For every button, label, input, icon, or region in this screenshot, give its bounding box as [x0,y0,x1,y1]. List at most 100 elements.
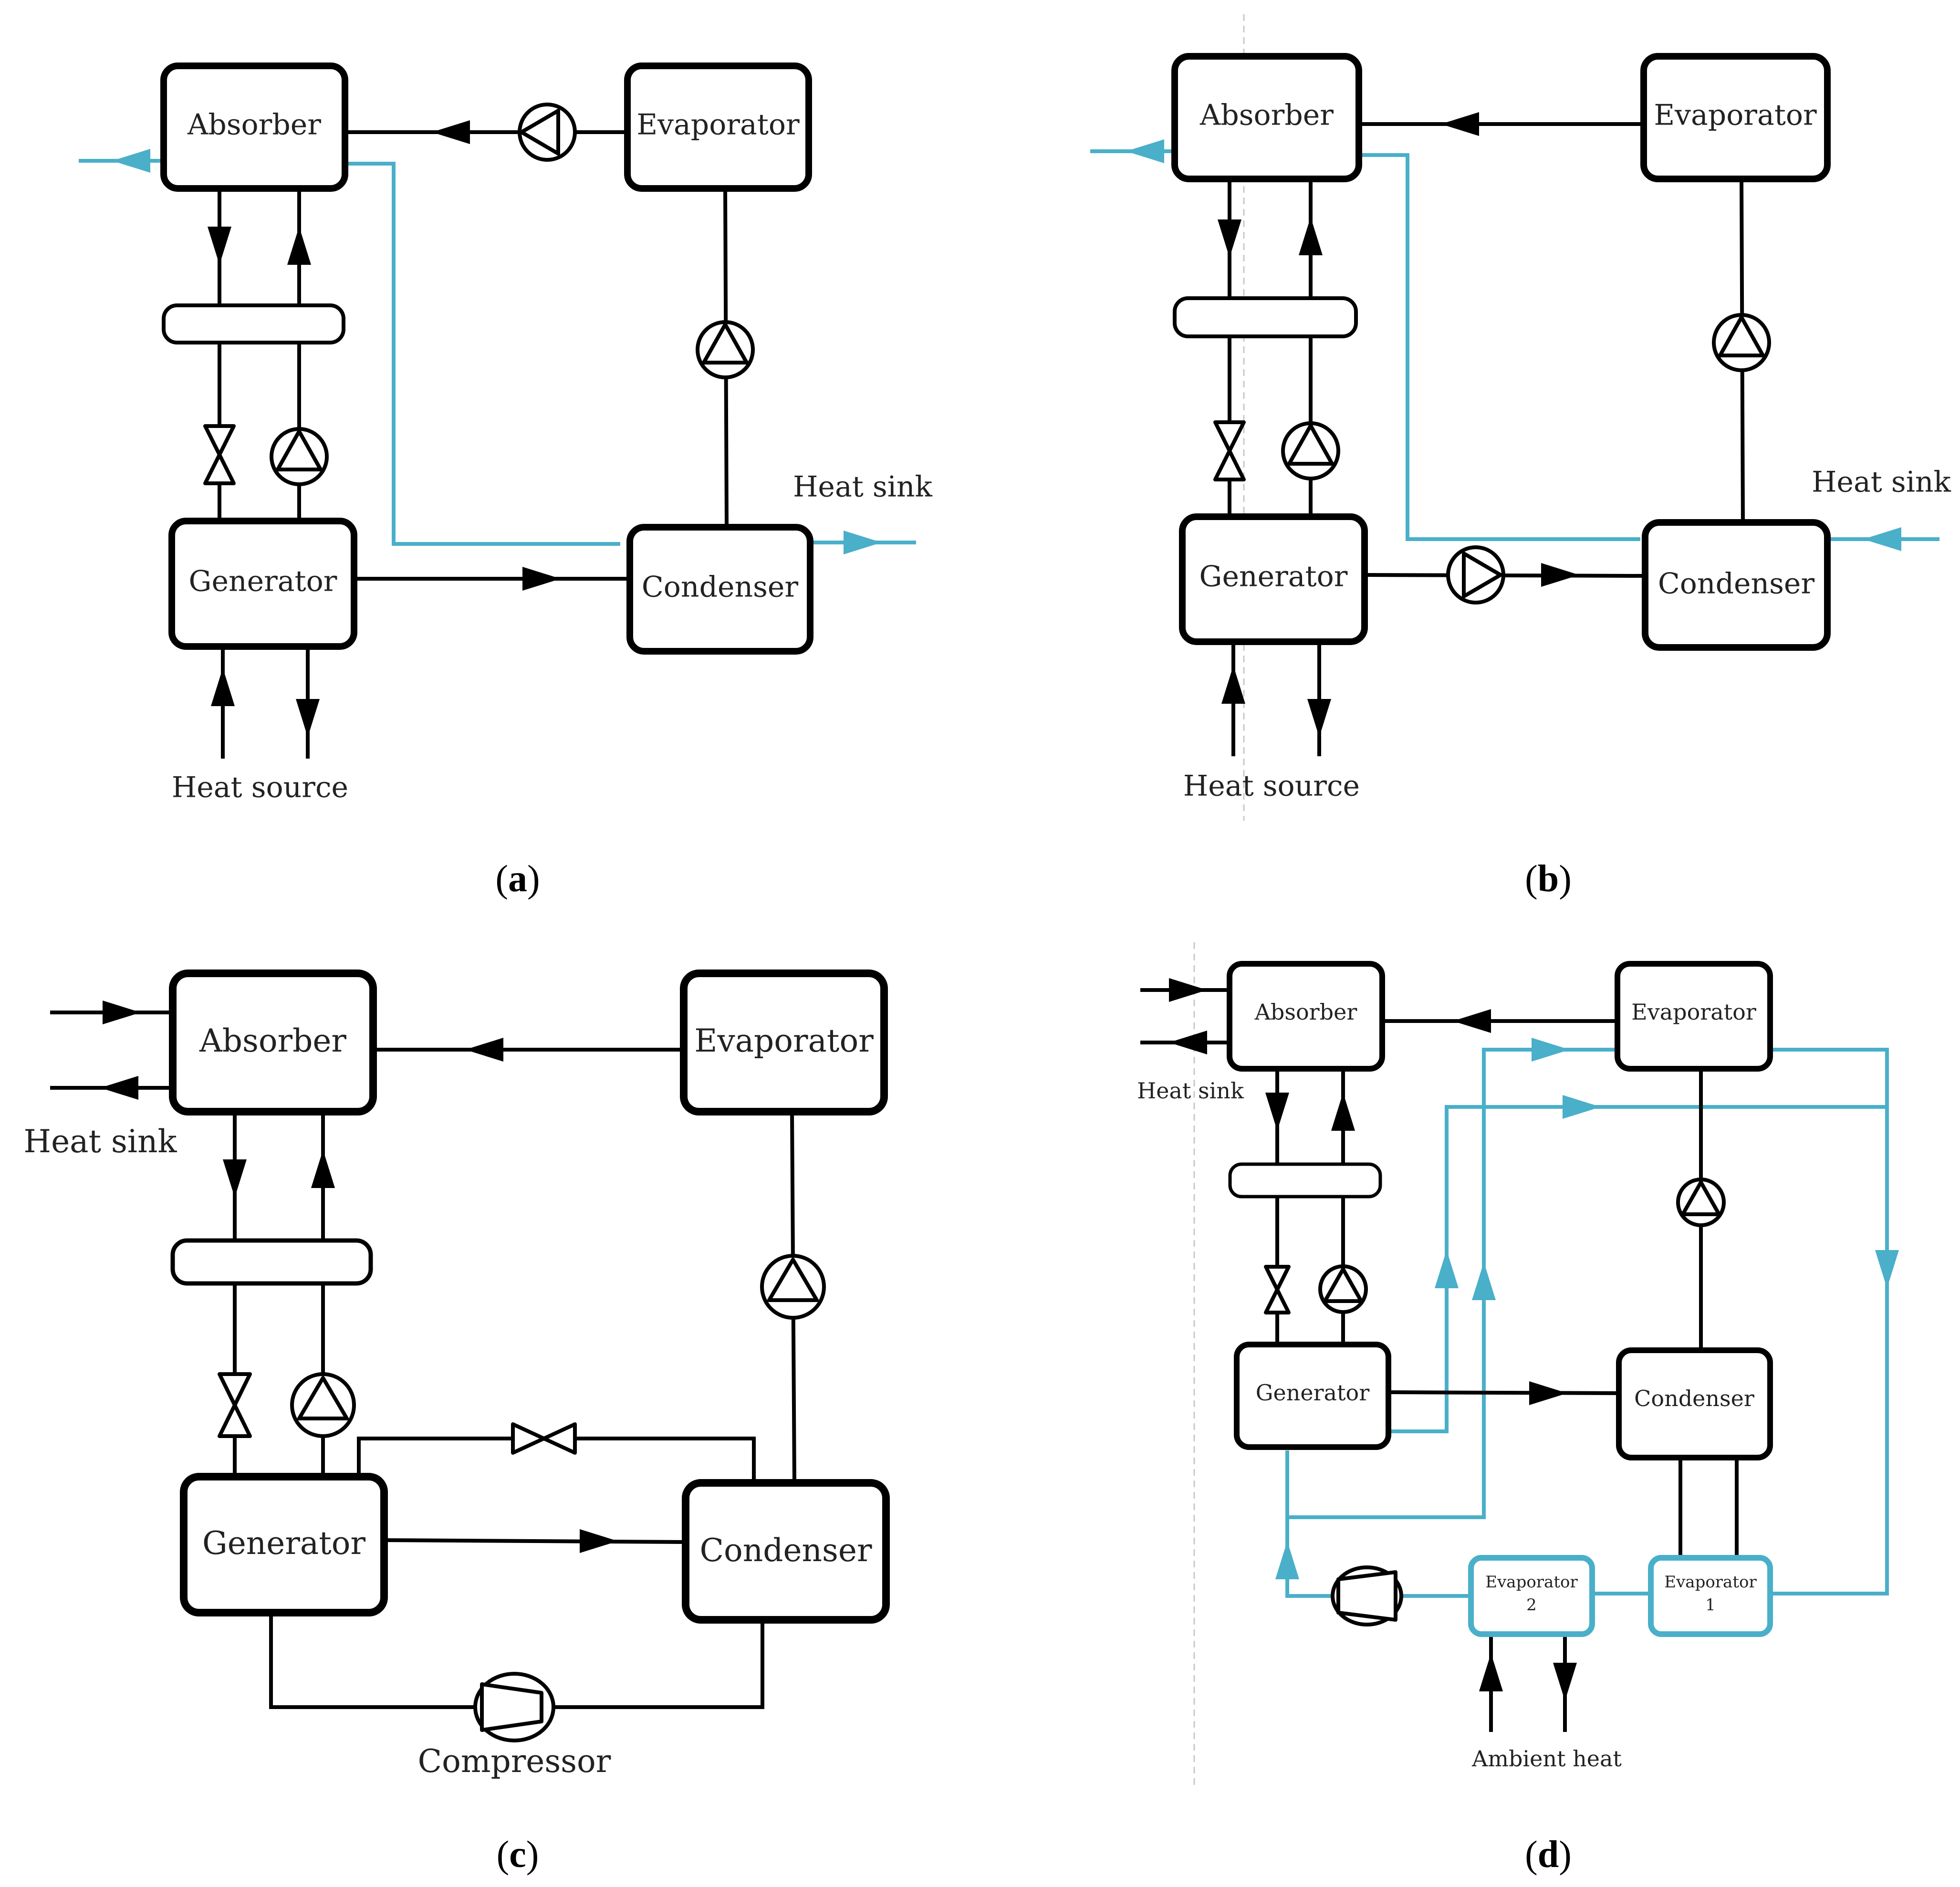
flow-arrow-icon [208,227,231,265]
evaporator-label: Evaporator [636,108,800,142]
heat-sink-loop-line [341,162,620,546]
flow-arrow-icon [1299,217,1323,255]
condenser-box [1642,519,1831,651]
condenser-label: Condenser [1634,1386,1754,1411]
evaporator-box [624,63,812,192]
evaporator-label: Evaporator [694,1022,874,1059]
compressor-label: Compressor [418,1743,611,1780]
evaporator-2-number: 2 [1526,1595,1537,1615]
absorber-label: Absorber [1254,999,1357,1025]
condenser-label: Condenser [1658,567,1815,601]
panel-d: Absorber Evaporator Generator Condenser … [1137,942,1899,1876]
flow-arrow-icon [1169,978,1207,1002]
generator-label: Generator [202,1525,366,1562]
flow-arrow-icon [1169,1031,1207,1054]
heat-source-label: Heat source [172,771,348,804]
heat-source-label: Heat source [1183,770,1360,803]
pump-icon [1712,313,1771,372]
heat-sink-label: Heat sink [793,470,932,504]
valve-icon [218,1372,252,1438]
pump-icon [696,320,755,379]
pump-icon [1318,1264,1368,1314]
generator-box [1179,513,1368,645]
flow-arrow-icon [1441,112,1479,136]
flow-arrow-icon [432,120,470,144]
flow-arrow-icon [287,227,311,265]
flow-arrow-icon [103,1001,141,1024]
compressor-icon [473,1672,555,1742]
solution-heat-exchanger [162,303,345,344]
flow-arrow-icon [1532,1038,1570,1062]
flow-arrow-icon [1275,1541,1299,1579]
pump-icon [1446,545,1505,605]
heat-sink-outlet-arrow-icon [1126,139,1164,163]
compressor-inlet-line [1285,1517,1334,1598]
evaporator-box [1615,961,1773,1072]
flow-arrow-icon [296,699,320,737]
heat-sink-inlet-arrow-icon [1863,527,1901,551]
flow-arrow-icon [1218,219,1241,258]
heat-sink-inlet-arrow-icon [844,531,882,554]
heat-sink-label: Heat sink [24,1123,177,1160]
pump-icon [1676,1178,1726,1227]
flow-arrow-icon [1553,1663,1577,1701]
pump-icon [518,103,577,162]
heat-sink-outlet-arrow-icon [112,149,150,173]
condenser-box [626,524,813,655]
flow-arrow-icon [1541,563,1579,587]
evaporator-box [1640,53,1831,182]
evaporator-label: Evaporator [1631,999,1756,1025]
absorber-box [160,63,348,192]
evaporator-2-box [1468,1555,1595,1637]
pump-icon [1281,421,1340,480]
generator-compressor-line [269,1613,477,1709]
condenser-box [1616,1347,1773,1460]
flow-arrow-icon [1529,1381,1567,1405]
condenser-label: Condenser [699,1532,872,1569]
solution-heat-exchanger [1228,1162,1382,1199]
generator-label: Generator [1199,560,1348,594]
flow-arrow-icon [311,1150,335,1188]
generator-box [1234,1342,1391,1450]
evaporator-2-label: Evaporator [1485,1573,1578,1592]
ambient-heat-label: Ambient heat [1471,1746,1622,1772]
caption-c: (c) [497,1834,539,1876]
heat-sink-loop-line [1355,153,1640,541]
solution-heat-exchanger [1173,296,1358,338]
valve-icon [1264,1265,1291,1314]
flow-arrow-icon [1435,1250,1459,1288]
valve-icon [1213,420,1246,481]
caption-d: (d) [1525,1834,1572,1876]
pump-icon [270,427,329,486]
flow-arrow-icon [580,1529,618,1553]
evaporator-box [680,970,888,1116]
absorber-box [1171,53,1362,182]
evaporator-return-loop-line [1285,1048,1617,1519]
compressor-icon [1331,1565,1403,1626]
evaporator-1-label: Evaporator [1664,1573,1757,1592]
flow-arrow-icon [522,567,561,591]
condenser-label: Condenser [642,571,799,604]
valve-icon [511,1422,577,1455]
flow-arrow-icon [223,1159,247,1198]
flow-arrow-icon [1307,699,1331,737]
heat-sink-label: Heat sink [1137,1078,1244,1104]
generator-label: Generator [189,565,337,598]
pump-icon [290,1372,356,1438]
compressor-condenser-line [551,1620,764,1709]
flow-arrow-icon [1331,1093,1355,1131]
absorber-label: Absorber [1199,99,1334,132]
flow-arrow-icon [100,1076,138,1100]
panel-b: Absorber Evaporator Generator Condenser … [1090,14,1951,900]
caption-a: (a) [495,858,540,900]
pump-icon [760,1254,826,1320]
flow-arrow-icon [211,668,235,706]
absorber-label: Absorber [199,1022,346,1059]
flow-arrow-icon [1453,1009,1491,1033]
evaporator-label: Evaporator [1654,99,1817,132]
absorber-box [1227,961,1385,1072]
generator-box [180,1473,388,1616]
generator-condenser-line [384,1538,684,1544]
flow-arrow-icon [1265,1093,1289,1131]
